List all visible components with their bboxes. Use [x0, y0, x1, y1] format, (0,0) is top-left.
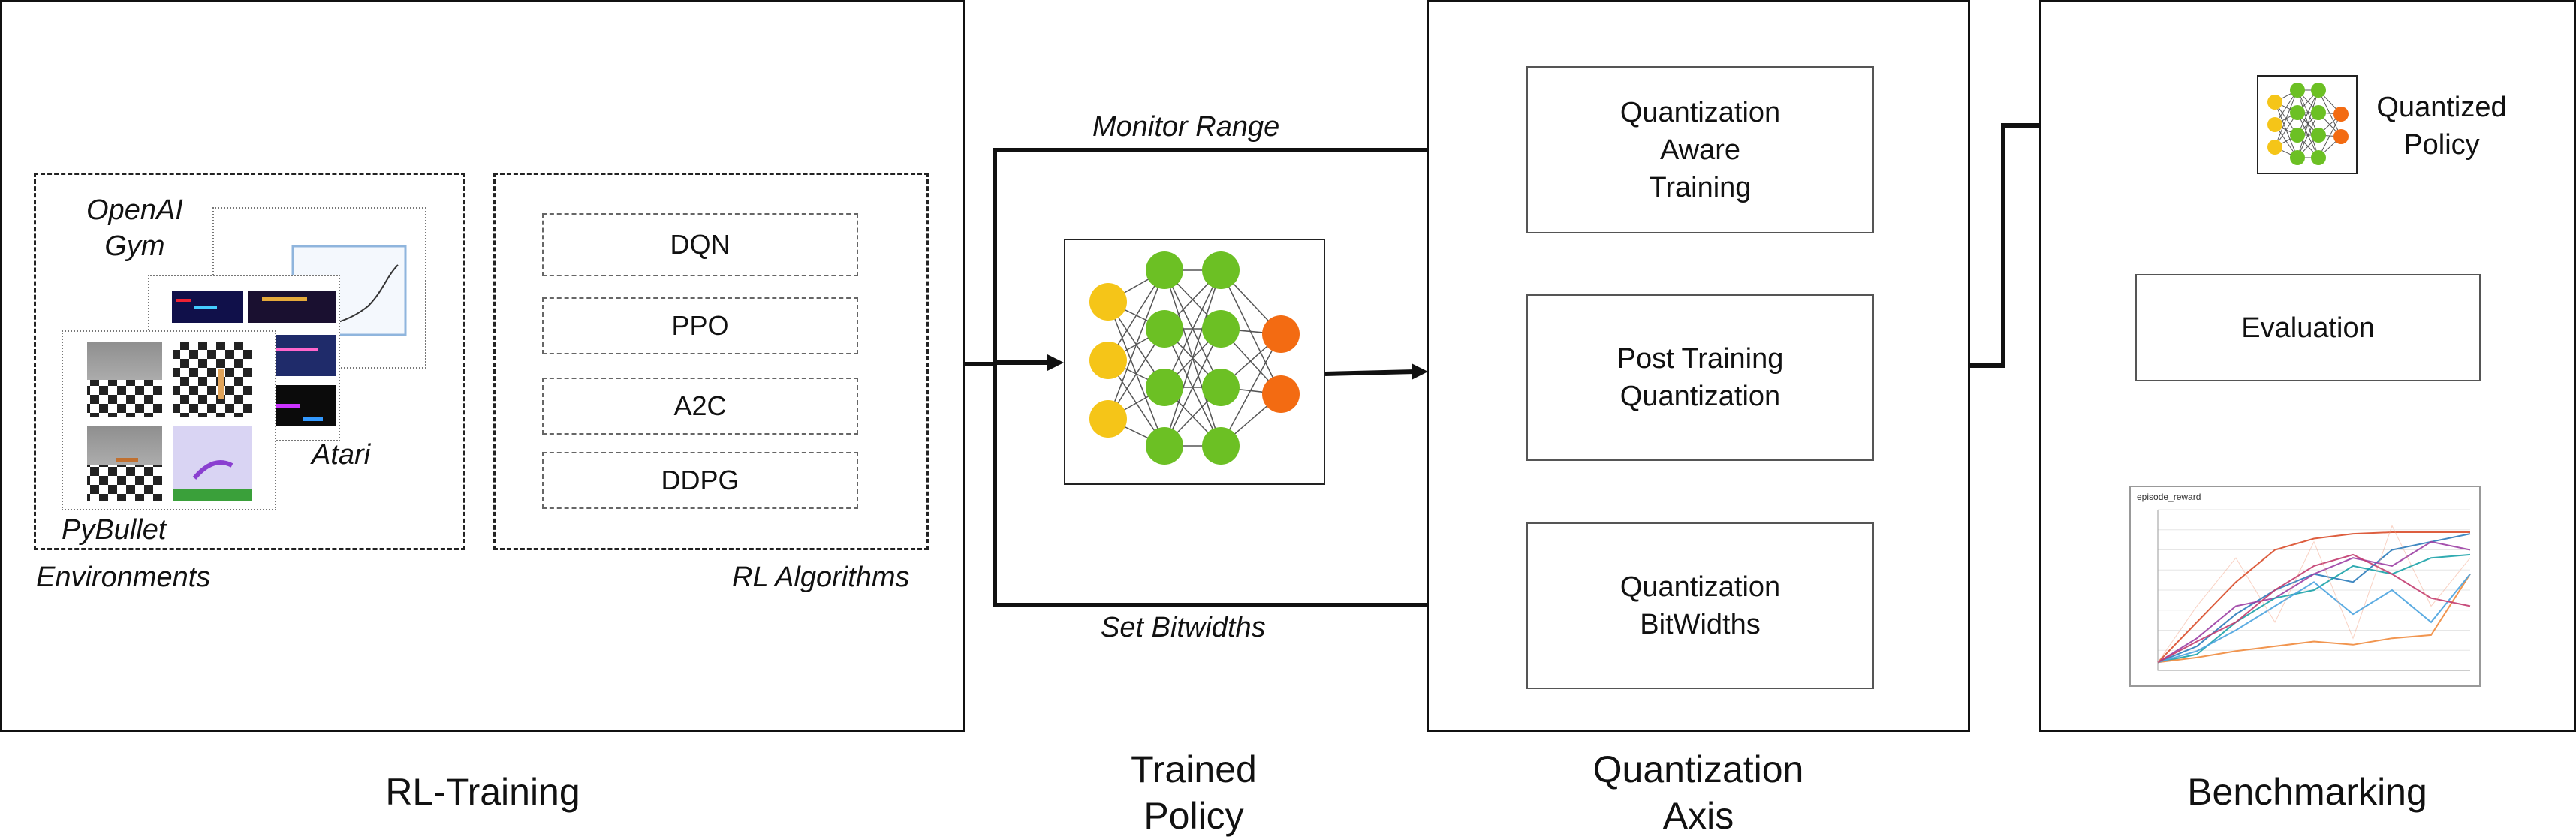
network-node — [1146, 251, 1183, 289]
network-edge — [2297, 89, 2319, 136]
network-node — [2267, 140, 2282, 155]
algo-ppo: PPO — [542, 297, 858, 354]
caption-benchmarking: Benchmarking — [2187, 771, 2427, 813]
algo-dqn: DQN — [542, 213, 858, 276]
network-node — [2311, 128, 2326, 143]
rl-algorithms-group — [493, 173, 929, 550]
algo-ddpg: DDPG — [542, 452, 858, 509]
network-node — [2267, 117, 2282, 132]
training-to-policy-arrow — [965, 360, 1055, 366]
quantized-policy-label: Quantized Policy — [2376, 92, 2507, 161]
network-edge — [1220, 269, 1282, 395]
network-node — [1089, 283, 1127, 321]
pybullet-card — [62, 330, 276, 510]
caption-trained-policy: Trained Policy — [1131, 748, 1257, 837]
reward-curve — [2157, 540, 2471, 664]
network-edge — [2297, 112, 2319, 158]
set-bitwidths-arrow — [993, 364, 1515, 607]
quantized-policy-network — [2257, 75, 2358, 174]
network-node — [1146, 427, 1183, 465]
caption-rl-training: RL-Training — [385, 771, 580, 813]
network-node — [1089, 342, 1127, 379]
qat-box: Quantization Aware Training — [1526, 66, 1874, 233]
pybullet-sims-thumbnail — [87, 342, 252, 501]
policy-to-quant-arrow — [1324, 369, 1416, 376]
network-node — [2290, 150, 2305, 165]
monitor-range-label: Monitor Range — [1092, 111, 1280, 143]
reward-curve — [2157, 531, 2470, 663]
network-node — [2333, 107, 2349, 122]
monitor-range-arrow — [993, 148, 1515, 364]
openai-gym-label: OpenAI Gym — [86, 194, 183, 262]
network-node — [1089, 400, 1127, 438]
network-node — [1202, 369, 1240, 406]
plot-title: episode_reward — [2137, 492, 2201, 502]
reward-curve — [2157, 525, 2471, 663]
caption-quantization-axis: Quantization Axis — [1592, 748, 1804, 837]
network-node — [2290, 83, 2305, 98]
neural-network-graphic — [1089, 251, 1300, 465]
rl-training-panel — [0, 0, 965, 732]
network-node — [1146, 310, 1183, 348]
network-node — [2311, 150, 2326, 165]
network-edge — [1164, 269, 1222, 388]
network-node — [1146, 369, 1183, 406]
rl-algorithms-label: RL Algorithms — [732, 562, 910, 593]
quantized-network-graphic — [2267, 83, 2349, 165]
network-edge — [1164, 269, 1222, 447]
network-node — [2311, 83, 2326, 98]
trained-policy-network — [1064, 239, 1325, 485]
bitwidths-box: Quantization BitWidths — [1526, 522, 1874, 689]
reward-plot-thumbnail: episode_reward — [2129, 486, 2481, 687]
network-edge — [2274, 89, 2298, 148]
reward-curve — [2157, 574, 2471, 664]
algo-a2c: A2C — [542, 378, 858, 435]
network-node — [2333, 129, 2349, 144]
network-node — [2290, 105, 2305, 120]
reward-curve — [2157, 573, 2471, 664]
network-edge — [1107, 269, 1165, 420]
set-bitwidths-label: Set Bitwidths — [1101, 612, 1266, 643]
environments-label: Environments — [36, 562, 211, 593]
network-edge — [1220, 333, 1282, 447]
network-edge — [2318, 113, 2342, 158]
plot-axes — [2157, 510, 2470, 671]
network-node — [2290, 128, 2305, 143]
network-node — [1202, 427, 1240, 465]
reward-curves — [2157, 509, 2471, 671]
network-node — [1202, 310, 1240, 348]
evaluation-box: Evaluation — [2135, 274, 2481, 381]
network-edge — [2297, 89, 2319, 158]
pybullet-label: PyBullet — [62, 514, 167, 546]
reward-curve — [2157, 533, 2471, 664]
network-node — [2267, 95, 2282, 110]
reward-curve — [2157, 553, 2471, 664]
network-node — [2311, 105, 2326, 120]
atari-label: Atari — [312, 439, 371, 471]
environments-group — [34, 173, 465, 550]
network-node — [1202, 251, 1240, 289]
ptq-box: Post Training Quantization — [1526, 294, 1874, 461]
network-node — [1262, 375, 1300, 413]
network-node — [1262, 315, 1300, 353]
network-edge — [1164, 328, 1222, 447]
